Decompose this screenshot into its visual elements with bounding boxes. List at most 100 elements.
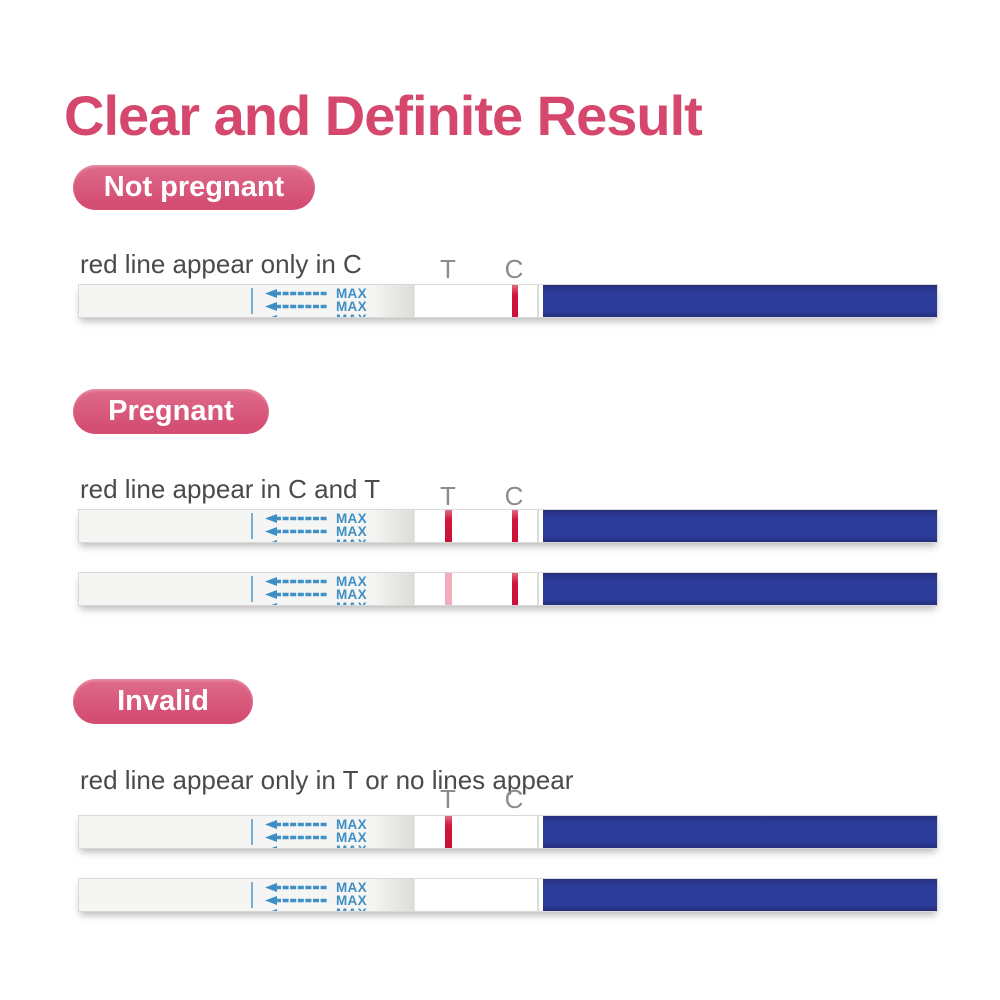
max-label: MAX: [336, 538, 367, 542]
max-row: MAX: [265, 287, 367, 300]
max-label: MAX: [336, 510, 367, 526]
max-label: MAX: [336, 844, 367, 848]
window-shade: [372, 510, 414, 542]
left-arrow-icon: [271, 909, 277, 911]
strip-handle: [543, 816, 937, 848]
max-fill-line: [251, 882, 253, 908]
left-arrow-icon: [265, 883, 327, 892]
result-badge: Not pregnant: [73, 165, 315, 210]
window-seam: [537, 816, 539, 848]
result-window: [414, 285, 544, 317]
left-arrow-icon: [265, 820, 327, 829]
left-arrow-icon: [271, 603, 277, 605]
result-description: red line appear only in T or no lines ap…: [80, 765, 574, 795]
left-arrow-icon: [265, 590, 327, 599]
left-arrow-icon: [271, 846, 277, 848]
max-row: MAX: [265, 512, 367, 525]
t-line: [445, 816, 452, 848]
strip-handle: [543, 285, 937, 317]
c-label: C: [504, 481, 524, 511]
strip-handle: [543, 573, 937, 605]
max-row: MAX: [265, 907, 367, 911]
window-seam: [537, 510, 539, 542]
max-label: MAX: [336, 586, 367, 602]
max-row: MAX: [265, 300, 367, 313]
max-fill-line: [251, 819, 253, 845]
left-arrow-icon: [265, 577, 327, 586]
test-strip: MAX MAX MAX: [78, 572, 938, 606]
window-shade: [372, 573, 414, 605]
left-arrow-icon: [265, 833, 327, 842]
test-strip: MAX MAX MAX: [78, 284, 938, 318]
max-label: MAX: [336, 892, 367, 908]
strip-group: MAX MAX MAX: [78, 284, 938, 318]
result-description: red line appear in C and T: [80, 474, 381, 504]
c-label: C: [504, 254, 524, 284]
window-shade: [372, 816, 414, 848]
max-row: MAX: [265, 588, 367, 601]
result-description: red line appear only in C: [80, 249, 362, 279]
page-title: Clear and Definite Result: [64, 83, 703, 147]
result-window: [414, 573, 544, 605]
left-arrow-icon: [265, 527, 327, 536]
max-label: MAX: [336, 523, 367, 539]
max-label: MAX: [336, 879, 367, 895]
left-arrow-icon: [271, 540, 277, 542]
left-arrow-icon: [265, 302, 327, 311]
result-window: [414, 816, 544, 848]
c-line: [512, 510, 518, 542]
max-row: MAX: [265, 818, 367, 831]
window-seam: [537, 285, 539, 317]
max-row: MAX: [265, 831, 367, 844]
result-window: [414, 879, 544, 911]
strip-group: MAX MAX MAX: [78, 815, 938, 912]
strip-handle: [543, 510, 937, 542]
max-row: MAX: [265, 575, 367, 588]
result-badge: Invalid: [73, 679, 253, 724]
strip-handle: [543, 879, 937, 911]
max-label: MAX: [336, 298, 367, 314]
window-seam: [537, 573, 539, 605]
window-shade: [372, 879, 414, 911]
max-row: MAX: [265, 525, 367, 538]
left-arrow-icon: [265, 289, 327, 298]
c-label: C: [504, 784, 524, 814]
test-strip: MAX MAX MAX: [78, 878, 938, 912]
c-line: [512, 573, 518, 605]
result-window: [414, 510, 544, 542]
max-fill-line: [251, 576, 253, 602]
t-line: [445, 510, 452, 542]
t-label: T: [440, 784, 456, 814]
test-strip: MAX MAX MAX: [78, 509, 938, 543]
max-row: MAX: [265, 538, 367, 542]
section-pregnant: Pregnant red line appear in C and T T C …: [0, 389, 1000, 609]
max-row: MAX: [265, 601, 367, 605]
left-arrow-icon: [265, 896, 327, 905]
window-shade: [372, 285, 414, 317]
max-row: MAX: [265, 844, 367, 848]
max-label: MAX: [336, 829, 367, 845]
result-badge: Pregnant: [73, 389, 269, 434]
test-strip: MAX MAX MAX: [78, 815, 938, 849]
max-label: MAX: [336, 313, 367, 317]
max-label: MAX: [336, 907, 367, 911]
max-row: MAX: [265, 894, 367, 907]
max-row: MAX: [265, 881, 367, 894]
t-label: T: [440, 254, 456, 284]
max-label: MAX: [336, 816, 367, 832]
t-line: [445, 573, 452, 605]
section-invalid: Invalid red line appear only in T or no …: [0, 679, 1000, 912]
section-not-pregnant: Not pregnant red line appear only in C T…: [0, 165, 1000, 385]
t-label: T: [440, 481, 456, 511]
max-label: MAX: [336, 573, 367, 589]
max-label: MAX: [336, 601, 367, 605]
max-label: MAX: [336, 285, 367, 301]
max-fill-line: [251, 288, 253, 314]
window-seam: [537, 879, 539, 911]
left-arrow-icon: [271, 315, 277, 317]
max-row: MAX: [265, 313, 367, 317]
max-fill-line: [251, 513, 253, 539]
c-line: [512, 285, 518, 317]
left-arrow-icon: [265, 514, 327, 523]
strip-group: MAX MAX MAX: [78, 509, 938, 606]
